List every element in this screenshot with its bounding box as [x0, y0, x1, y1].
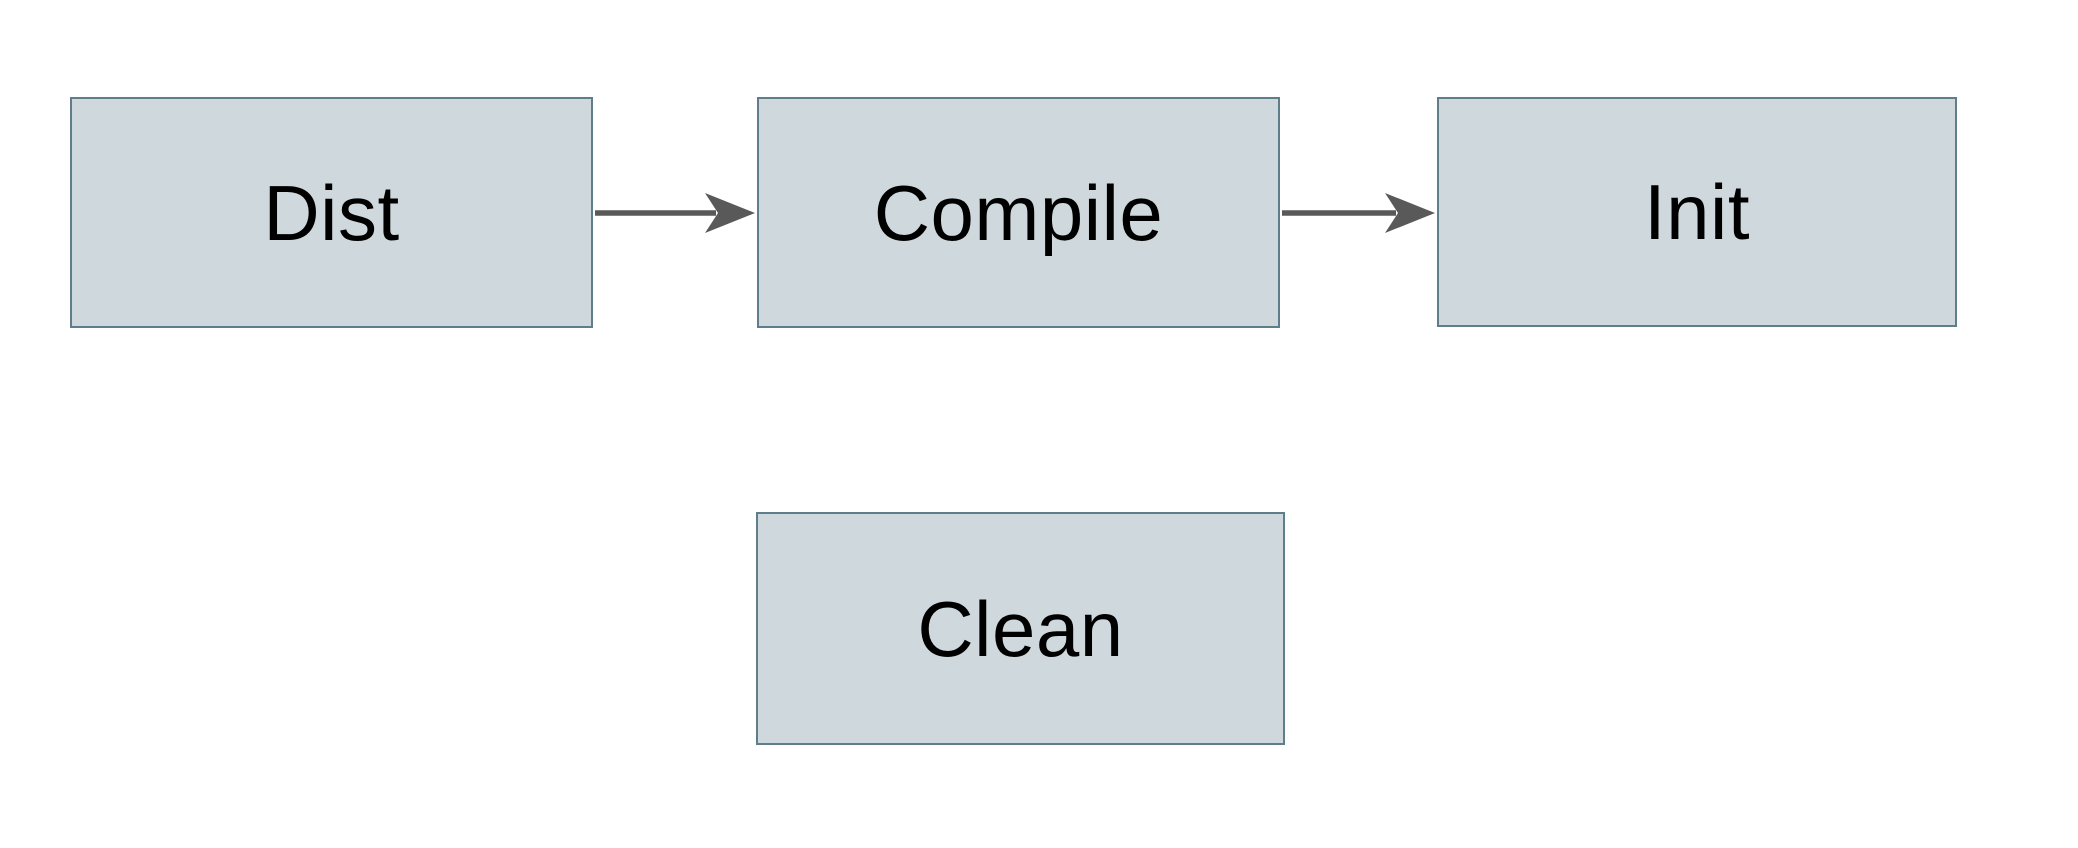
- arrow-compile-to-init: [1282, 193, 1435, 233]
- node-dist-label: Dist: [263, 168, 400, 257]
- arrow-dist-to-compile: [595, 193, 755, 233]
- node-init-label: Init: [1643, 168, 1751, 256]
- node-compile[interactable]: Compile: [757, 97, 1280, 328]
- node-clean-label: Clean: [917, 584, 1124, 673]
- node-init[interactable]: Init: [1437, 97, 1957, 327]
- node-compile-label: Compile: [873, 168, 1164, 257]
- node-dist[interactable]: Dist: [70, 97, 593, 328]
- node-clean[interactable]: Clean: [756, 512, 1285, 745]
